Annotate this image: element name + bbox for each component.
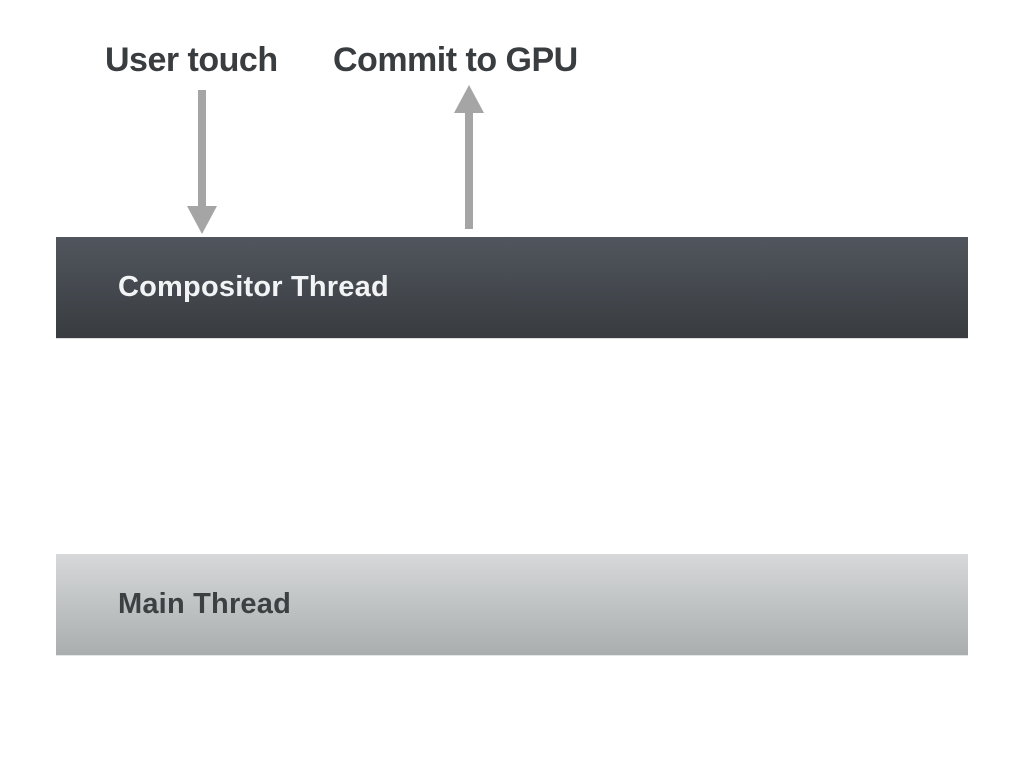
commit-to-gpu-label: Commit to GPU — [333, 41, 578, 79]
user-touch-label: User touch — [105, 41, 278, 79]
arrow-up-head — [454, 85, 484, 113]
main-thread-bar: Main Thread — [56, 554, 968, 655]
arrow-down-icon — [187, 90, 217, 234]
arrow-down-head — [187, 206, 217, 234]
arrow-up-icon — [454, 85, 484, 229]
compositor-thread-label: Compositor Thread — [118, 271, 389, 303]
main-thread-label: Main Thread — [118, 588, 291, 620]
compositor-thread-bar: Compositor Thread — [56, 237, 968, 338]
arrow-down-shaft — [198, 90, 206, 208]
arrow-up-shaft — [465, 111, 473, 229]
